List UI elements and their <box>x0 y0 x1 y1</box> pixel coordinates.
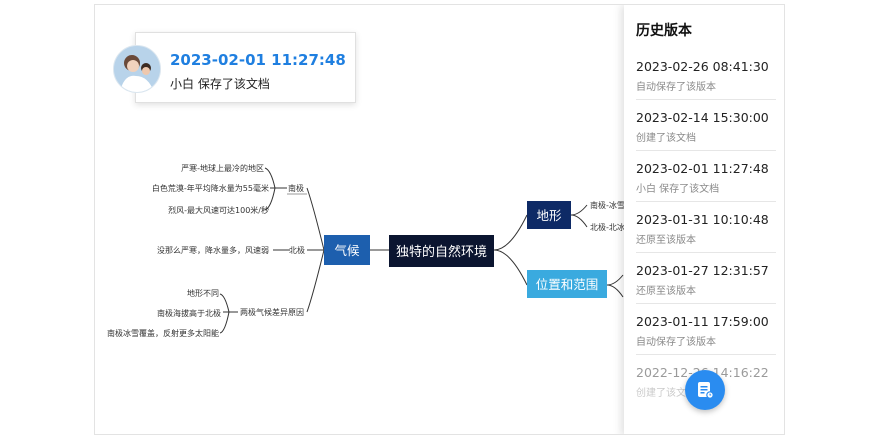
version-detail-card: 2023-02-01 11:27:48 小白 保存了该文档 <box>135 32 356 103</box>
version-time: 2023-01-31 10:10:48 <box>636 212 769 227</box>
south-pole-label[interactable]: 南极 <box>288 183 304 193</box>
document-history-icon <box>698 382 714 399</box>
version-desc: 还原至该版本 <box>636 286 696 297</box>
two-poles-reason-label[interactable]: 两极气候差异原因 <box>240 307 304 317</box>
avatar-photo-icon <box>114 46 160 92</box>
leaf-terrain-north[interactable]: 北极-北冰 <box>590 222 625 232</box>
version-desc: 还原至该版本 <box>636 235 696 246</box>
version-time: 2023-02-26 08:41:30 <box>636 59 769 74</box>
version-list[interactable]: 2023-02-26 08:41:30 自动保存了该版本 2023-02-14 … <box>636 49 776 406</box>
document-history-button[interactable] <box>685 370 725 410</box>
root-node-label: 独特的自然环境 <box>396 244 487 260</box>
history-panel-title: 历史版本 <box>636 23 692 39</box>
history-panel: 历史版本 2023-02-26 08:41:30 自动保存了该版本 2023-0… <box>624 5 784 434</box>
version-desc: 创建了该文档 <box>636 133 696 144</box>
leaf-north[interactable]: 没那么严寒，降水量多，风速弱 <box>157 245 269 255</box>
terrain-node-label: 地形 <box>536 208 562 223</box>
leaf-wind[interactable]: 烈风-最大风速可达100米/秒 <box>168 205 269 215</box>
version-desc: 小白 保存了该文档 <box>636 184 720 195</box>
document-frame: 独特的自然环境 气候 地形 位置和范围 南极 北极 两极气候差异原因 严寒-地球… <box>94 4 785 435</box>
climate-node-label: 气候 <box>334 243 360 258</box>
card-time: 2023-02-01 11:27:48 <box>170 51 346 69</box>
version-item[interactable]: 2023-02-14 15:30:00 创建了该文档 <box>636 100 776 151</box>
leaf-cold[interactable]: 严寒-地球上最冷的地区 <box>181 163 264 173</box>
location-node[interactable] <box>527 270 607 298</box>
leaf-terrain-south[interactable]: 南极-冰雪 <box>590 200 625 210</box>
mindmap-connectors <box>219 167 624 334</box>
version-desc: 创建了该文档 <box>636 388 696 399</box>
user-avatar <box>113 45 161 93</box>
version-item-selected[interactable]: 2023-02-01 11:27:48 小白 保存了该文档 <box>636 151 776 202</box>
leaf-altitude[interactable]: 南极海拔高于北极 <box>157 308 221 318</box>
version-desc: 自动保存了该版本 <box>636 82 716 93</box>
leaf-terrain-diff[interactable]: 地形不同 <box>187 288 219 298</box>
north-pole-label[interactable]: 北极 <box>289 245 305 255</box>
location-node-label: 位置和范围 <box>536 277 599 292</box>
version-time: 2023-01-27 12:31:57 <box>636 263 769 278</box>
leaf-ice[interactable]: 南极冰雪覆盖，反射更多太阳能 <box>107 328 219 338</box>
version-desc: 自动保存了该版本 <box>636 337 716 348</box>
leaf-desert[interactable]: 白色荒漠-年平均降水量为55毫米 <box>152 183 269 193</box>
version-item[interactable]: 2023-01-31 10:10:48 还原至该版本 <box>636 202 776 253</box>
terrain-node[interactable] <box>527 201 571 229</box>
version-time: 2023-02-14 15:30:00 <box>636 110 769 125</box>
version-item[interactable]: 2023-01-27 12:31:57 还原至该版本 <box>636 253 776 304</box>
climate-node[interactable] <box>324 235 370 265</box>
mindmap-canvas[interactable]: 独特的自然环境 气候 地形 位置和范围 南极 北极 两极气候差异原因 严寒-地球… <box>95 5 785 435</box>
version-time: 2023-01-11 17:59:00 <box>636 314 769 329</box>
version-item[interactable]: 2023-02-26 08:41:30 自动保存了该版本 <box>636 49 776 100</box>
version-item[interactable]: 2023-01-11 17:59:00 自动保存了该版本 <box>636 304 776 355</box>
version-time: 2023-02-01 11:27:48 <box>636 161 769 176</box>
root-node[interactable] <box>389 235 494 267</box>
card-desc: 小白 保存了该文档 <box>170 77 270 91</box>
